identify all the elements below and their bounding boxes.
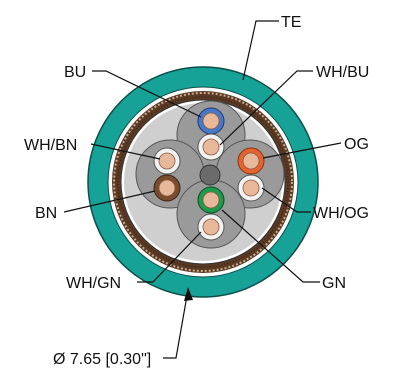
label-diameter: Ø 7.65 [0.30"]	[53, 351, 151, 368]
conductor-og	[237, 147, 265, 175]
leader-te	[242, 20, 279, 81]
leader-og	[262, 142, 342, 159]
label-te: TE	[281, 14, 301, 31]
shield-braid-texture	[113, 92, 293, 272]
label-gn: GN	[322, 275, 346, 292]
label-wh-gn: WH/GN	[66, 275, 121, 292]
leader-wh-gn	[137, 231, 202, 283]
leader-wh-bn	[90, 143, 161, 160]
label-og: OG	[344, 136, 369, 153]
leader-bu	[92, 70, 202, 118]
conductor-wh-og	[237, 174, 265, 202]
conductor-wh-bn	[153, 147, 181, 175]
label-wh-bu: WH/BU	[316, 64, 369, 81]
leader-bn	[63, 190, 156, 213]
conductor-bu	[197, 107, 225, 135]
diameter-arrowhead	[184, 287, 193, 301]
conductor-wh-gn	[197, 213, 225, 241]
label-wh-bn: WH/BN	[24, 137, 77, 154]
center-filler	[199, 164, 221, 186]
conductor-wh-bu	[197, 133, 225, 161]
leader-wh-bu	[219, 70, 313, 146]
conductor-bn	[153, 174, 181, 202]
conductor-gn	[197, 186, 225, 214]
leader-gn	[221, 209, 320, 283]
leader-diameter	[163, 289, 189, 359]
label-bn: BN	[35, 205, 57, 222]
label-wh-og: WH/OG	[313, 205, 369, 222]
label-bu: BU	[64, 64, 86, 81]
shield-braid-texture-inner	[117, 96, 289, 268]
leader-wh-og	[261, 187, 311, 213]
